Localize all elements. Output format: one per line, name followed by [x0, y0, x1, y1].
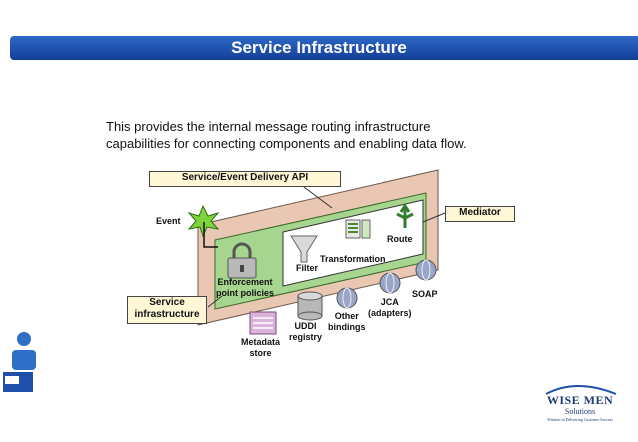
brand-name: WISE MEN — [546, 393, 614, 407]
brand-sub: Solutions — [564, 407, 596, 416]
other-bindings-label: Other bindings — [328, 311, 366, 333]
other-bindings-icon — [336, 287, 358, 309]
brand-swoosh — [545, 385, 617, 395]
route-icon — [396, 203, 414, 228]
api-callout-leader — [299, 183, 333, 209]
mediator-callout-leader — [422, 212, 446, 223]
metadata-line-2: store — [249, 348, 272, 358]
api-callout: Service/Event Delivery API — [149, 171, 341, 187]
mediator-panel — [282, 199, 424, 287]
title-banner — [10, 36, 638, 60]
mediator-callout-label: Mediator — [459, 207, 501, 218]
event-connector — [203, 222, 218, 248]
service-infra-callout: Service infrastructure — [127, 296, 207, 324]
service-infra-line-1: Service — [149, 297, 185, 308]
jca-label: JCA (adapters) — [368, 297, 412, 319]
uddi-registry-label: UDDI registry — [289, 321, 322, 343]
soap-icon — [415, 259, 437, 281]
transformation-label: Transformation — [320, 254, 386, 264]
jca-line-2: (adapters) — [368, 308, 412, 318]
enforcement-label: Enforcement point policies — [216, 277, 274, 299]
brand-logo: WISE MEN Solutions Wisdom in Delivering … — [530, 393, 630, 422]
intro-line-1: This provides the internal message routi… — [106, 119, 431, 134]
metadata-store-label: Metadata store — [241, 337, 280, 359]
intro-line-2: capabilities for connecting components a… — [106, 136, 467, 151]
brand-tagline: Wisdom in Delivering Customer Success — [547, 417, 613, 422]
jca-icon — [379, 272, 401, 294]
api-callout-label: Service/Event Delivery API — [181, 172, 309, 183]
event-icon — [187, 204, 220, 238]
uddi-line-1: UDDI — [294, 321, 317, 331]
presenter-body — [12, 350, 36, 370]
service-infra-callout-leader — [207, 295, 223, 308]
route-label: Route — [387, 234, 413, 244]
other-bindings-line-1: Other — [334, 311, 359, 321]
jca-line-1: JCA — [380, 297, 399, 307]
mediator-callout: Mediator — [445, 206, 515, 222]
presenter-head — [17, 332, 31, 346]
presenter-screen — [5, 376, 19, 384]
soap-label: SOAP — [412, 289, 438, 299]
filter-icon — [290, 235, 318, 263]
metadata-line-1: Metadata — [241, 337, 281, 347]
service-infra-line-2: infrastructure — [134, 309, 200, 320]
other-bindings-line-2: bindings — [328, 322, 366, 332]
page-title: Service Infrastructure — [231, 38, 407, 57]
enforcement-line-1: Enforcement — [217, 277, 273, 287]
filter-label: Filter — [296, 263, 319, 273]
uddi-line-2: registry — [289, 332, 323, 342]
enforcement-line-2: point policies — [216, 288, 275, 298]
event-label: Event — [156, 216, 181, 226]
intro-text: This provides the internal message routi… — [106, 118, 546, 152]
